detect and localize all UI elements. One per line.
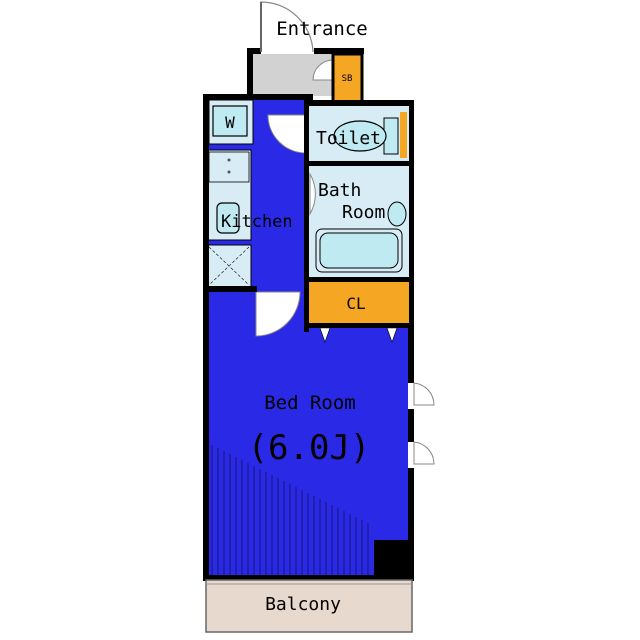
bedroom-window-bottom <box>408 442 414 468</box>
toilet-door-swing <box>267 114 307 154</box>
bath-label-line2: Room <box>342 202 385 223</box>
bedroom-size-label: (6.0J) <box>248 428 371 468</box>
toilet-label: Toilet <box>316 128 381 149</box>
kitchen-label: Kitchen <box>221 212 293 232</box>
bedroom-window-top <box>408 383 414 409</box>
entrance-wall-top-right <box>314 48 364 54</box>
entrance-door-swing <box>260 1 314 53</box>
balcony-label: Balcony <box>265 594 341 615</box>
entrance-wall-top-left <box>247 48 261 54</box>
washer-box <box>212 105 248 137</box>
toilet-shelf <box>400 112 407 158</box>
bath-label-line1: Bath <box>318 180 361 201</box>
bedroom-floor <box>207 288 410 578</box>
washer-label: W <box>225 113 235 132</box>
entrance-inner-door <box>312 59 334 81</box>
bath-sink <box>387 201 407 227</box>
refrigerator-cross <box>208 246 250 286</box>
bathtub-basin <box>319 232 399 269</box>
bedroom-window-top-swing <box>413 382 435 406</box>
balcony <box>205 579 413 633</box>
bedroom-window-bottom-swing <box>413 441 435 465</box>
bath-door-swing <box>309 172 316 216</box>
kitchen-sink <box>216 202 240 234</box>
bedroom-label: Bed Room <box>264 392 356 414</box>
bedroom-door-swing <box>255 291 301 337</box>
closet <box>308 282 409 324</box>
bedroom-hatch <box>211 445 369 575</box>
toilet-bowl <box>333 120 387 152</box>
closet-label: CL <box>346 294 365 313</box>
kitchen-stove <box>208 151 250 183</box>
entrance-label: Entrance <box>276 18 368 40</box>
entrance-wall-left <box>247 48 253 100</box>
shoe-box-label: SB <box>342 74 353 84</box>
stove-burner-icon <box>227 158 231 162</box>
stove-burner-icon <box>227 170 231 174</box>
